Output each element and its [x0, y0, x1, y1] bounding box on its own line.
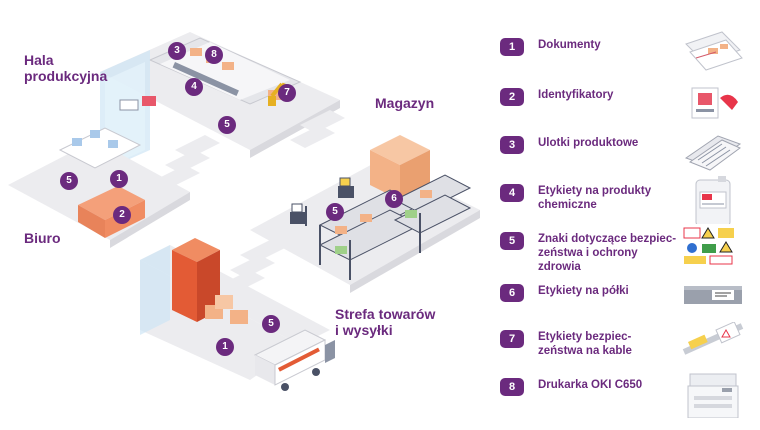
map-marker: 5 [60, 172, 78, 190]
map-marker: 8 [205, 46, 223, 64]
glass-wall [140, 245, 170, 335]
legend-item: 8 Drukarka OKI C650 [500, 373, 750, 418]
production-conveyor [172, 62, 239, 96]
map-marker: 7 [278, 84, 296, 102]
zone-label-shipping: Strefa towarów i wysyłki [335, 306, 436, 338]
legend-label: Etykiety na półki [538, 285, 629, 297]
delivery-truck-icon [253, 329, 335, 391]
map-marker: 3 [168, 42, 186, 60]
map-marker: 4 [185, 78, 203, 96]
map-marker: 1 [216, 338, 234, 356]
legend-label: Ulotki produktowe [538, 137, 639, 149]
safety-signs-icon [683, 227, 734, 265]
zone-label-warehouse: Magazyn [375, 95, 435, 111]
legend-item: 7 Etykiety bezpiec- zeństwa na kable [500, 322, 750, 368]
map-marker: 2 [113, 206, 131, 224]
legend-number-badge: 1 [500, 38, 524, 56]
shipping-container [172, 238, 220, 322]
shelf-label-icon [684, 286, 742, 304]
map-marker: 1 [110, 170, 128, 188]
legend-label: Znaki dotyczące bezpiec- zeństwa i ochro… [538, 233, 677, 273]
legend-item: 6 Etykiety na półki [500, 282, 750, 322]
legend-number-badge: 4 [500, 184, 524, 202]
warehouse-shelf [393, 174, 472, 253]
map-marker: 5 [218, 116, 236, 134]
legend-label: Dokumenty [538, 39, 601, 51]
forklift-icon [338, 177, 354, 198]
legend-item: 2 Identyfikatory [500, 86, 750, 126]
cable-label-icon [682, 322, 744, 355]
legend-item: 4 Etykiety na produkty chemiczne [500, 176, 750, 224]
chemical-canister-icon [695, 176, 731, 224]
legend-number-badge: 5 [500, 232, 524, 250]
legend-number-badge: 8 [500, 378, 524, 396]
zone-label-production: Hala produkcyjna [24, 52, 108, 84]
printer-icon [687, 373, 739, 418]
legend-label: Etykiety na produkty chemiczne [538, 185, 652, 211]
zone-label-office: Biuro [24, 230, 61, 246]
legend-label: Drukarka OKI C650 [538, 379, 643, 391]
legend-number-badge: 3 [500, 136, 524, 154]
legend-item: 3 Ulotki produktowe [500, 134, 750, 174]
forklift-icon [290, 203, 307, 226]
leaflet-icon [684, 135, 742, 171]
box-stack [370, 135, 430, 200]
legend-number-badge: 6 [500, 284, 524, 302]
documents-icon [685, 31, 743, 71]
legend-label: Etykiety bezpiec- zeństwa na kable [538, 331, 632, 357]
legend-item: 1 Dokumenty [500, 31, 750, 76]
reception-desk [78, 186, 145, 220]
legend-number-badge: 2 [500, 88, 524, 106]
id-badge-icon [691, 87, 738, 119]
map-marker: 5 [326, 203, 344, 221]
legend-label: Identyfikatory [538, 89, 614, 101]
legend-item: 5 Znaki dotyczące bezpiec- zeństwa i och… [500, 227, 750, 273]
walkway-stripes [155, 110, 345, 293]
map-marker: 5 [262, 315, 280, 333]
legend-number-badge: 7 [500, 330, 524, 348]
map-marker: 6 [385, 190, 403, 208]
